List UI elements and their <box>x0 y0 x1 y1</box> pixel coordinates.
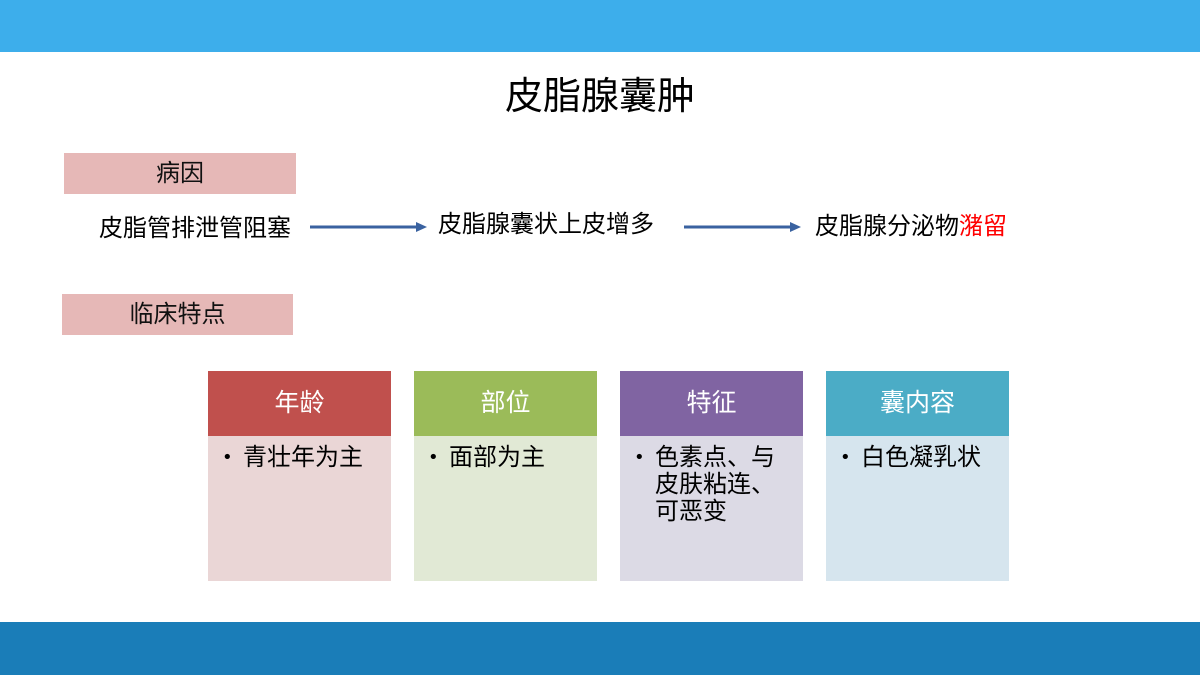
slide-title: 皮脂腺囊肿 <box>504 74 695 118</box>
list-item-text: 色素点、与皮肤粘连、可恶变 <box>655 443 775 525</box>
card-body: • 面部为主 <box>414 436 597 581</box>
card-header: 部位 <box>414 371 597 436</box>
top-banner <box>0 0 1200 52</box>
bullet-icon: • <box>634 447 645 468</box>
list-item: • 白色凝乳状 <box>838 444 995 471</box>
right-arrow-icon <box>684 222 801 232</box>
card-header: 年龄 <box>208 371 391 436</box>
card-header: 囊内容 <box>826 371 1009 436</box>
list-item: • 色素点、与皮肤粘连、可恶变 <box>632 444 789 525</box>
flow-step-3: 皮脂腺分泌物潴留 <box>815 211 1007 241</box>
flow-step-3-text: 皮脂腺分泌物 <box>815 212 959 240</box>
bullet-icon: • <box>222 447 233 468</box>
card-age: 年龄 • 青壮年为主 <box>208 371 391 581</box>
flow-step-1: 皮脂管排泄管阻塞 <box>99 214 291 242</box>
card-body: • 白色凝乳状 <box>826 436 1009 581</box>
card-body: • 色素点、与皮肤粘连、可恶变 <box>620 436 803 581</box>
card-site: 部位 • 面部为主 <box>414 371 597 581</box>
list-item: • 面部为主 <box>426 444 583 471</box>
right-arrow-icon <box>310 222 427 232</box>
card-content: 囊内容 • 白色凝乳状 <box>826 371 1009 581</box>
card-feature: 特征 • 色素点、与皮肤粘连、可恶变 <box>620 371 803 581</box>
list-item: • 青壮年为主 <box>220 444 377 471</box>
card-header: 特征 <box>620 371 803 436</box>
card-body: • 青壮年为主 <box>208 436 391 581</box>
clinical-label: 临床特点 <box>62 294 293 335</box>
cause-label: 病因 <box>64 153 296 194</box>
list-item-text: 青壮年为主 <box>243 443 363 471</box>
bottom-banner <box>0 622 1200 675</box>
bullet-icon: • <box>428 447 439 468</box>
list-item-text: 白色凝乳状 <box>861 443 981 471</box>
flow-step-3-highlight: 潴留 <box>959 212 1007 240</box>
flow-step-2: 皮脂腺囊状上皮增多 <box>438 210 654 238</box>
list-item-text: 面部为主 <box>449 443 545 471</box>
bullet-icon: • <box>840 447 851 468</box>
